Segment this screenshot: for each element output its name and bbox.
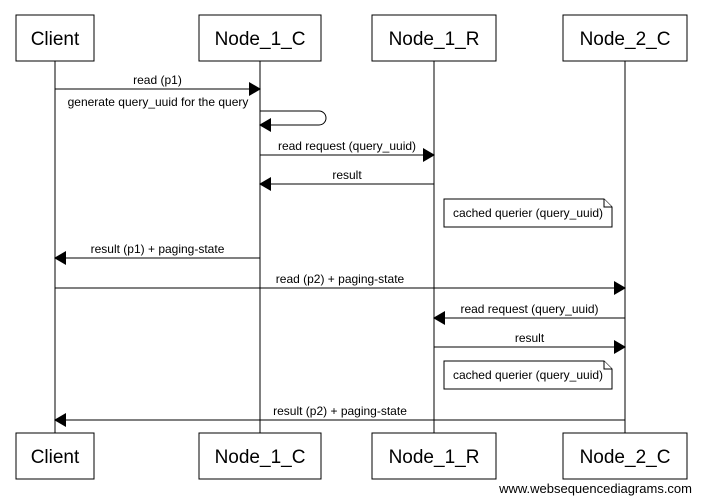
actor-n1r-top: Node_1_R — [371, 14, 497, 62]
message-label: result (p2) + paging-state — [273, 404, 407, 418]
message-label: result — [332, 168, 362, 182]
actor-n1c-bottom: Node_1_C — [198, 432, 322, 480]
message-n1r-to-n2c: result — [434, 331, 626, 354]
actor-box — [371, 432, 497, 480]
actor-label: Node_2_C — [580, 29, 671, 50]
actor-box — [198, 432, 322, 480]
actor-n2c-bottom: Node_2_C — [562, 432, 688, 480]
message-n1r-to-n1c: result — [259, 168, 434, 191]
actor-label: Node_1_R — [389, 29, 480, 50]
message-label: read request (query_uuid) — [278, 139, 416, 153]
message-n1c-to-n1r: read request (query_uuid) — [260, 139, 435, 162]
actor-box — [562, 432, 688, 480]
actor-label: Node_1_R — [389, 447, 480, 468]
actor-label: Node_2_C — [580, 447, 671, 468]
self-message-arrow — [259, 110, 327, 132]
message-client-to-n1c: read (p1) — [55, 73, 261, 96]
actor-box — [198, 14, 322, 62]
actor-n1c-top: Node_1_C — [198, 14, 322, 62]
message-n2c-to-client: result (p2) + paging-state — [54, 404, 625, 427]
note-box — [443, 360, 613, 390]
actor-label: Node_1_C — [215, 447, 306, 468]
actor-box — [15, 432, 95, 480]
actor-label: Client — [31, 29, 80, 50]
message-client-to-n2c: read (p2) + paging-state — [55, 272, 626, 295]
message-n1c-to-n1c: generate query_uuid for the query — [68, 95, 327, 132]
actor-label: Client — [31, 447, 80, 468]
actor-label: Node_1_C — [215, 29, 306, 50]
actor-n2c-top: Node_2_C — [562, 14, 688, 62]
actor-box — [371, 14, 497, 62]
message-label: result — [515, 331, 545, 345]
note: cached querier (query_uuid) — [443, 198, 613, 228]
actor-client-top: Client — [15, 14, 95, 62]
note-corner — [603, 199, 612, 208]
actor-box — [562, 14, 688, 62]
message-label: read (p2) + paging-state — [276, 272, 405, 286]
message-label: generate query_uuid for the query — [68, 95, 249, 109]
actor-client-bottom: Client — [15, 432, 95, 480]
note-box — [443, 198, 613, 228]
message-n1c-to-client: result (p1) + paging-state — [54, 242, 260, 265]
message-label: read request (query_uuid) — [460, 302, 598, 316]
message-label: result (p1) + paging-state — [91, 242, 225, 256]
note: cached querier (query_uuid) — [443, 360, 613, 390]
watermark-text[interactable]: www.websequencediagrams.com — [498, 481, 692, 496]
actor-n1r-bottom: Node_1_R — [371, 432, 497, 480]
note-label: cached querier (query_uuid) — [453, 206, 603, 220]
message-label: read (p1) — [133, 73, 182, 87]
actor-box — [15, 14, 95, 62]
note-corner — [603, 361, 612, 370]
note-label: cached querier (query_uuid) — [453, 368, 603, 382]
message-n2c-to-n1r: read request (query_uuid) — [433, 302, 625, 325]
